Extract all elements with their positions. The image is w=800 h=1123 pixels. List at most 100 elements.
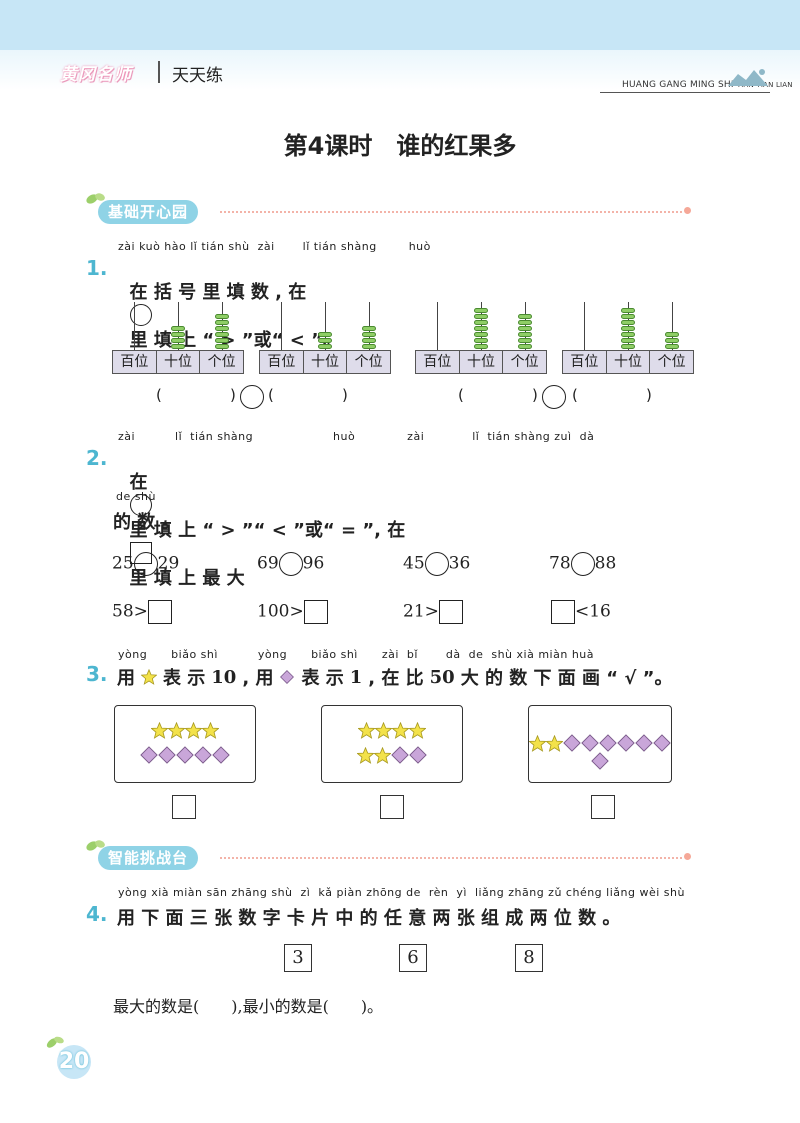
- series-subtitle: 天天练: [172, 66, 223, 86]
- page-title: 第4课时 谁的红果多: [283, 132, 517, 160]
- diamond-icon: [617, 734, 635, 752]
- q2-text-a: 在: [129, 472, 148, 493]
- abacus-bead: [621, 344, 635, 349]
- q4-pinyin: yòng xià miàn sān zhāng shù zì kǎ piàn z…: [118, 886, 685, 899]
- digit-card: 6: [399, 944, 427, 972]
- place-label: 百位: [113, 351, 157, 373]
- header-gradient: [0, 50, 800, 90]
- abacus-bead: [171, 326, 185, 331]
- abacus-bead: [518, 326, 532, 331]
- compare-circle[interactable]: [570, 552, 595, 576]
- q1-answer-2-close: ): [342, 386, 348, 404]
- diamond-icon: [158, 746, 176, 764]
- abacus-bead: [474, 332, 488, 337]
- star-icon: [357, 747, 374, 764]
- q1-answer-1[interactable]: (: [156, 386, 162, 404]
- q3-number: 3.: [86, 662, 108, 686]
- shape-row: [115, 746, 255, 764]
- max-number-item: 100>: [257, 600, 328, 624]
- shape-row: [322, 746, 462, 764]
- q3-answer-box-3[interactable]: [591, 795, 615, 819]
- star-icon: [141, 669, 157, 685]
- shape-row: [529, 734, 671, 770]
- abacus-bead: [318, 338, 332, 343]
- star-icon: [546, 735, 563, 752]
- place-label: 个位: [207, 354, 236, 370]
- left-number: 45: [403, 553, 425, 574]
- q3-pinyin: yòng biǎo shì yòng biǎo shì zài bǐ dà de…: [118, 648, 594, 661]
- abacus-bead: [474, 344, 488, 349]
- value-fifty: 50: [429, 666, 455, 688]
- answer-square[interactable]: [303, 600, 328, 624]
- diamond-icon: [581, 734, 599, 752]
- abacus-bead: [215, 314, 229, 319]
- diamond-icon: [591, 752, 609, 770]
- q4-text: 用 下 面 三 张 数 字 卡 片 中 的 任 意 两 张 组 成 两 位 数 …: [117, 908, 621, 929]
- right-number: 88: [594, 553, 617, 574]
- diamond-icon: [635, 734, 653, 752]
- abacus-bead: [621, 320, 635, 325]
- abacus: 百位十位个位: [415, 302, 547, 374]
- english-main: HUANG GANG MING SHI: [622, 80, 734, 90]
- diamond-icon: [563, 734, 581, 752]
- abacus-bead: [665, 332, 679, 337]
- q1-answer-2[interactable]: (: [268, 386, 274, 404]
- abacus-bead: [215, 326, 229, 331]
- abacus-bead: [518, 344, 532, 349]
- section-challenge: 智能挑战台: [98, 846, 199, 870]
- q3-text: 用 表 示 10 , 用 表 示 1 , 在 比 50 大 的 数 下 面 画 …: [117, 664, 673, 690]
- q3-text-c: , 用: [242, 668, 274, 689]
- place-label: 百位: [416, 351, 460, 373]
- answer-square[interactable]: [147, 600, 172, 624]
- place-value-labels: 百位十位个位: [562, 350, 694, 374]
- header-rule: [600, 92, 770, 93]
- q2-text-b: 里 填 上 “ > ”“ < ”或“ = ”, 在: [129, 520, 406, 541]
- q1-compare-circle-1[interactable]: [240, 385, 264, 409]
- abacus-bead: [215, 332, 229, 337]
- max-number-item: 21>: [403, 600, 463, 624]
- compare-circle[interactable]: [278, 552, 303, 576]
- star-icon: [168, 722, 185, 739]
- left-number: 78: [549, 553, 571, 574]
- answer-square[interactable]: [551, 600, 575, 624]
- abacus: 百位十位个位: [562, 302, 694, 374]
- shape-row: [322, 722, 462, 739]
- leaf-icon: [46, 1036, 64, 1048]
- right-number: 96: [302, 553, 325, 574]
- q3-answer-box-1[interactable]: [172, 795, 196, 819]
- diamond-icon: [409, 746, 427, 764]
- section-basic: 基础开心园: [98, 200, 199, 224]
- abacus-bead: [215, 338, 229, 343]
- q3-text-a: 用: [117, 668, 135, 689]
- q1-answer-3[interactable]: (: [458, 386, 464, 404]
- abacus-bead: [474, 308, 488, 313]
- q2-pinyin: zài lǐ tián shàng huò zài lǐ tián shàng …: [118, 430, 595, 443]
- place-value-labels: 百位十位个位: [259, 350, 391, 374]
- q3-card-3: [528, 705, 672, 783]
- leaf-icon: [86, 840, 105, 851]
- abacus-bead: [621, 338, 635, 343]
- q3-answer-box-2[interactable]: [380, 795, 404, 819]
- divider-end: [684, 853, 691, 860]
- abacus-bead: [474, 326, 488, 331]
- q1-compare-circle-2[interactable]: [542, 385, 566, 409]
- q1-answer-4[interactable]: (: [572, 386, 578, 404]
- abacus-bead: [665, 338, 679, 343]
- abacus-bead: [362, 338, 376, 343]
- compare-circle[interactable]: [424, 552, 449, 576]
- left-number: 25: [112, 553, 134, 574]
- section-divider: [220, 857, 682, 859]
- abacus-bead: [318, 332, 332, 337]
- abacus-bead: [362, 344, 376, 349]
- digit-card: 8: [515, 944, 543, 972]
- star-icon: [375, 722, 392, 739]
- abacus-bead: [518, 332, 532, 337]
- q2-pinyin-2: de shù: [116, 490, 156, 503]
- answer-square[interactable]: [438, 600, 463, 624]
- compare-circle[interactable]: [133, 552, 158, 576]
- q4-answer-line[interactable]: 最大的数是( ),最小的数是( )。: [113, 997, 384, 1016]
- q1-pinyin: zài kuò hào lǐ tián shù zài lǐ tián shàn…: [118, 240, 431, 253]
- diamond-icon: [653, 734, 671, 752]
- abacus-bead: [215, 320, 229, 325]
- abacus-bead: [518, 320, 532, 325]
